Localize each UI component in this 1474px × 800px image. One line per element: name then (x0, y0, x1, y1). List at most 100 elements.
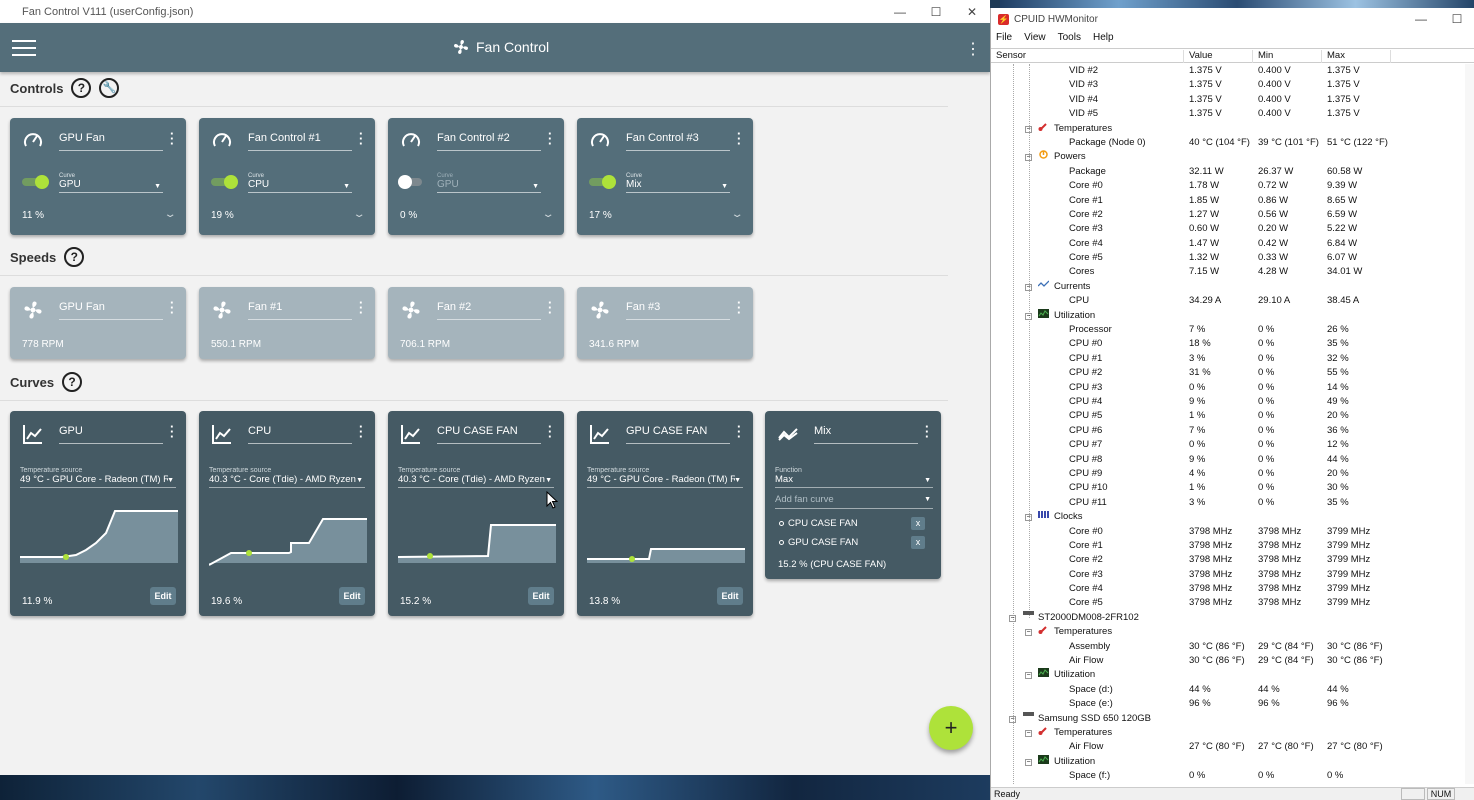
sensor-row[interactable]: Space (f:)0 %0 %0 % (991, 769, 1474, 783)
sensor-group-row[interactable]: −Temperatures (991, 625, 1474, 639)
curve-graph[interactable] (20, 503, 178, 575)
control-name[interactable]: Fan Control #1 (248, 132, 352, 151)
column-sensor[interactable]: Sensor (991, 50, 1184, 63)
sensor-group-row[interactable]: −Temperatures (991, 122, 1474, 136)
expand-chevron-icon[interactable]: ⌄ (163, 209, 177, 220)
mix-name[interactable]: Mix (814, 425, 918, 444)
sensor-group-row[interactable]: −Currents (991, 280, 1474, 294)
sensor-group-row[interactable]: −Utilization (991, 754, 1474, 769)
collapse-toggle-icon[interactable]: − (1009, 715, 1016, 723)
card-menu-icon[interactable]: ··· (737, 419, 742, 444)
maximize-button[interactable]: ☐ (1451, 12, 1463, 26)
collapse-toggle-icon[interactable]: − (1025, 629, 1032, 637)
edit-button[interactable]: Edit (339, 587, 365, 605)
vertical-scrollbar[interactable] (1465, 64, 1474, 784)
more-options-icon[interactable]: ⋮ (965, 41, 981, 58)
collapse-toggle-icon[interactable]: − (1025, 312, 1032, 320)
sensor-group-row[interactable]: −Utilization (991, 668, 1474, 682)
curve-name[interactable]: GPU CASE FAN (626, 425, 730, 444)
collapse-toggle-icon[interactable]: − (1025, 729, 1032, 737)
collapse-toggle-icon[interactable]: − (1025, 125, 1032, 133)
wrench-icon[interactable]: 🔧 (99, 78, 120, 98)
add-fab-button[interactable]: + (929, 706, 973, 750)
help-icon[interactable]: ? (64, 247, 85, 267)
function-select[interactable]: Function Max ▼ (775, 467, 933, 488)
help-icon[interactable]: ? (71, 78, 92, 98)
column-min[interactable]: Min (1253, 50, 1322, 63)
menu-file[interactable]: File (996, 32, 1013, 43)
collapse-toggle-icon[interactable]: − (1025, 758, 1032, 766)
column-value[interactable]: Value (1184, 50, 1253, 63)
collapse-toggle-icon[interactable]: − (1025, 154, 1032, 162)
enable-toggle[interactable] (211, 175, 238, 189)
card-menu-icon[interactable]: ··· (359, 295, 364, 320)
card-menu-icon[interactable]: ··· (925, 419, 930, 444)
expand-chevron-icon[interactable]: ⌄ (352, 209, 366, 220)
speed-name[interactable]: Fan #3 (626, 301, 730, 320)
sensor-group-row[interactable]: −Powers (991, 150, 1474, 164)
card-menu-icon[interactable]: ··· (359, 126, 364, 151)
control-name[interactable]: Fan Control #2 (437, 132, 541, 151)
curve-name[interactable]: CPU (248, 425, 352, 444)
curve-name[interactable]: CPU CASE FAN (437, 425, 541, 444)
sensor-group-row[interactable]: −Clocks (991, 510, 1474, 524)
column-max[interactable]: Max (1322, 50, 1391, 63)
collapse-toggle-icon[interactable]: − (1025, 514, 1032, 522)
expand-chevron-icon[interactable]: ⌄ (730, 209, 744, 220)
sensor-row[interactable]: Space (d:)44 %44 %44 % (991, 683, 1474, 697)
speed-name[interactable]: GPU Fan (59, 301, 163, 320)
sensor-row[interactable]: Package (Node 0)40 °C (104 °F)39 °C (101… (991, 136, 1474, 150)
card-menu-icon[interactable]: ··· (170, 295, 175, 320)
enable-toggle[interactable] (22, 175, 49, 189)
expand-chevron-icon[interactable]: ⌄ (541, 209, 555, 220)
enable-toggle[interactable] (589, 175, 616, 189)
speed-name[interactable]: Fan #1 (248, 301, 352, 320)
minimize-button[interactable]: — (1415, 12, 1427, 26)
sensor-group-row[interactable]: −Temperatures (991, 726, 1474, 740)
sensor-group-row[interactable]: −Utilization (991, 308, 1474, 323)
control-name[interactable]: Fan Control #3 (626, 132, 730, 151)
control-name[interactable]: GPU Fan (59, 132, 163, 151)
card-menu-icon[interactable]: ··· (359, 419, 364, 444)
curve-name[interactable]: GPU (59, 425, 163, 444)
card-menu-icon[interactable]: ··· (170, 419, 175, 444)
edit-button[interactable]: Edit (717, 587, 743, 605)
curve-graph[interactable] (587, 503, 745, 575)
curve-graph[interactable] (398, 503, 556, 575)
add-fan-curve-select[interactable]: Add fan curve ▼ (775, 494, 933, 509)
